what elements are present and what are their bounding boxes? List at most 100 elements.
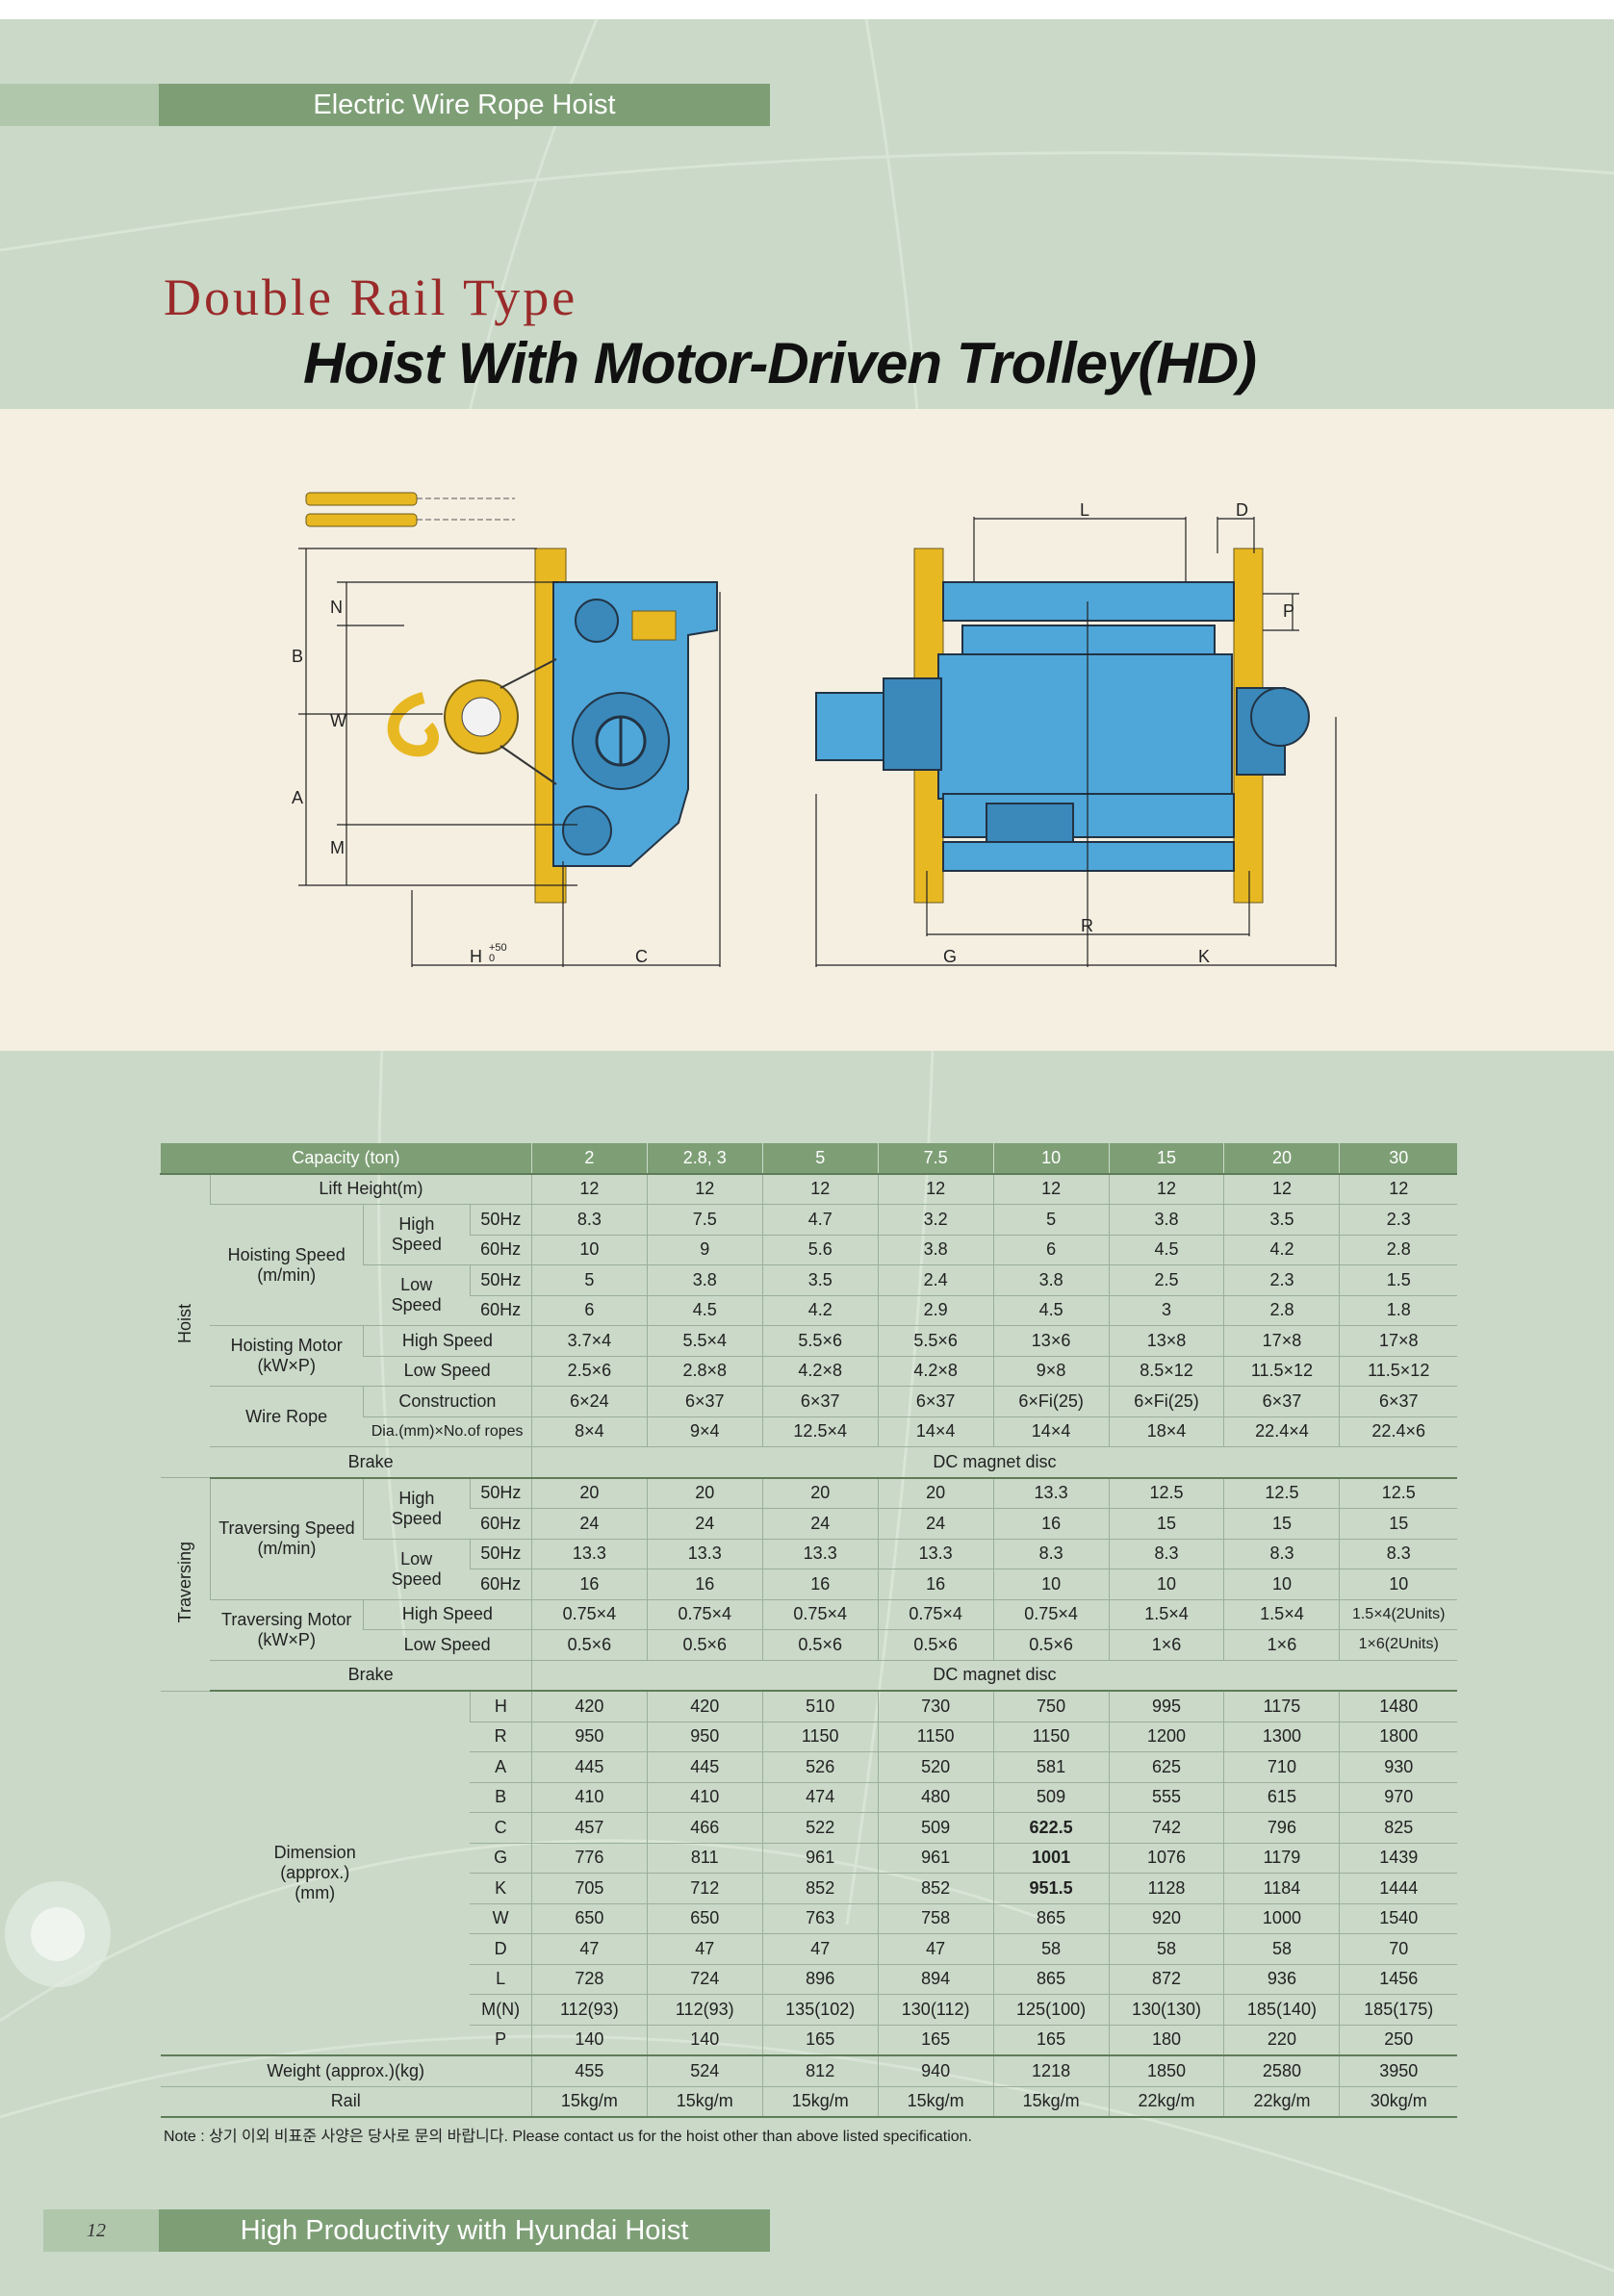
dimension-value: 1001 bbox=[992, 1843, 1110, 1874]
footer-band: 12 High Productivity with Hyundai Hoist bbox=[43, 2209, 770, 2252]
row-label: Wire Rope bbox=[210, 1386, 364, 1447]
dimension-value: 936 bbox=[1223, 1964, 1340, 1995]
capacity-cell: 2.8, 3 bbox=[646, 1143, 763, 1175]
dimension-value: 950 bbox=[646, 1722, 763, 1752]
dimension-value: 522 bbox=[761, 1812, 879, 1844]
svg-text:C: C bbox=[635, 947, 648, 966]
specification-table: Capacity (ton) 2 2.8, 3 5 7.5 10 15 20 3… bbox=[160, 1143, 1457, 2118]
dimension-value: 650 bbox=[646, 1903, 763, 1934]
dimension-value: 1444 bbox=[1339, 1873, 1457, 1904]
dimension-value: 165 bbox=[877, 2025, 994, 2056]
dimension-key: B bbox=[470, 1782, 532, 1813]
dimension-value: 1300 bbox=[1223, 1722, 1340, 1752]
dimension-value: 1000 bbox=[1223, 1903, 1340, 1934]
dimension-value: 1150 bbox=[761, 1722, 879, 1752]
dimension-key: H bbox=[469, 1691, 532, 1722]
dimension-value: 1200 bbox=[1108, 1722, 1224, 1752]
dimension-value: 920 bbox=[1108, 1903, 1224, 1934]
pendant-switch-icon bbox=[305, 492, 515, 527]
dimension-value: 480 bbox=[877, 1782, 994, 1813]
dimension-value: 896 bbox=[761, 1964, 879, 1995]
svg-text:H: H bbox=[470, 947, 482, 966]
dimension-value: 730 bbox=[877, 1691, 994, 1722]
page-number: 12 bbox=[87, 2220, 106, 2241]
svg-text:G: G bbox=[943, 947, 957, 966]
dimension-value: 526 bbox=[761, 1751, 879, 1783]
row-label: Hoisting Motor(kW×P) bbox=[210, 1325, 364, 1387]
dimension-value: 220 bbox=[1223, 2025, 1340, 2056]
dimension-value: 615 bbox=[1223, 1782, 1340, 1813]
dimension-value: 796 bbox=[1223, 1812, 1340, 1844]
dimension-value: 165 bbox=[992, 2025, 1110, 2056]
dimension-value: 47 bbox=[761, 1933, 879, 1965]
dimension-value: 180 bbox=[1108, 2025, 1224, 2056]
dimension-value: 509 bbox=[992, 1782, 1110, 1813]
dimension-value: 112(93) bbox=[530, 1994, 648, 2026]
dimension-value: 825 bbox=[1339, 1812, 1457, 1844]
dimension-value: 776 bbox=[530, 1843, 648, 1874]
dimension-value: 1439 bbox=[1339, 1843, 1457, 1874]
dimension-value: 58 bbox=[1108, 1933, 1224, 1965]
dimension-value: 742 bbox=[1108, 1812, 1224, 1844]
svg-text:K: K bbox=[1198, 947, 1210, 966]
hoist-brake-row: Brake DC magnet disc bbox=[161, 1446, 1457, 1479]
dimension-value: 58 bbox=[992, 1933, 1110, 1965]
capacity-cell: 10 bbox=[992, 1143, 1110, 1175]
svg-text:R: R bbox=[1081, 916, 1093, 935]
dimension-value: 185(175) bbox=[1339, 1994, 1457, 2026]
dimension-value: 130(130) bbox=[1108, 1994, 1224, 2026]
traversing-group-label: Traversing bbox=[174, 1541, 194, 1622]
dimension-value: 112(93) bbox=[646, 1994, 763, 2026]
dimension-value: 1800 bbox=[1339, 1722, 1457, 1752]
dimension-value: 466 bbox=[646, 1812, 763, 1844]
dimension-value: 961 bbox=[761, 1843, 879, 1874]
dimension-value: 852 bbox=[761, 1873, 879, 1904]
dimension-key: D bbox=[470, 1933, 532, 1965]
dimension-value: 995 bbox=[1108, 1691, 1224, 1722]
dimension-value: 712 bbox=[646, 1873, 763, 1904]
capacity-cell: 5 bbox=[761, 1143, 879, 1175]
dimension-value: 125(100) bbox=[992, 1994, 1110, 2026]
traversing-motor-high-row: Traversing Motor(kW×P) High Speed 0.75×4… bbox=[161, 1599, 1457, 1661]
diagram-panel bbox=[0, 409, 1614, 1051]
dimension-row: M(N)112(93)112(93)135(102)130(112)125(10… bbox=[161, 1994, 1457, 2026]
dimension-value: 1540 bbox=[1339, 1903, 1457, 1934]
dimension-group-label: Dimension(approx.)(mm) bbox=[160, 1691, 471, 2056]
dimension-value: 1480 bbox=[1339, 1691, 1457, 1722]
svg-text:0: 0 bbox=[489, 953, 495, 964]
dimension-value: 420 bbox=[646, 1691, 763, 1722]
page-title: Hoist With Motor-Driven Trolley(HD) bbox=[303, 331, 1257, 395]
svg-text:A: A bbox=[292, 788, 303, 807]
dimension-key: L bbox=[470, 1964, 532, 1995]
dimension-value: 140 bbox=[530, 2025, 648, 2056]
row-label: Traversing Speed(m/min) bbox=[209, 1477, 364, 1600]
dimension-value: 140 bbox=[646, 2025, 763, 2056]
dimension-key: C bbox=[470, 1812, 532, 1844]
dimension-value: 894 bbox=[877, 1964, 994, 1995]
dimension-value: 165 bbox=[761, 2025, 879, 2056]
dimension-value: 1184 bbox=[1223, 1873, 1340, 1904]
svg-text:P: P bbox=[1283, 601, 1294, 621]
row-label: Hoisting Speed(m/min) bbox=[210, 1204, 364, 1326]
dimension-value: 445 bbox=[530, 1751, 648, 1783]
dimension-key: G bbox=[470, 1843, 532, 1874]
dimension-value: 710 bbox=[1223, 1751, 1340, 1783]
dimension-key: M(N) bbox=[470, 1994, 532, 2026]
svg-text:D: D bbox=[1236, 500, 1248, 520]
dimension-key: P bbox=[470, 2025, 532, 2056]
